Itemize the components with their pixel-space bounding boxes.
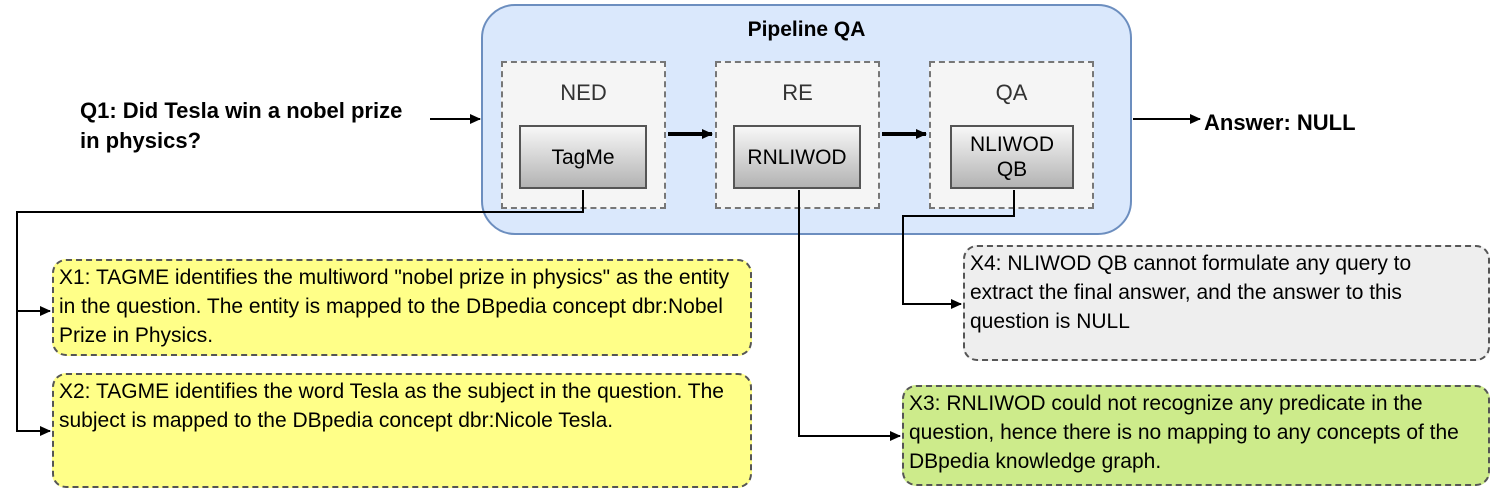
question-text: Q1: Did Tesla win a nobel prize in physi…	[80, 98, 403, 153]
connector-rnliwod-to-x3	[798, 190, 901, 441]
explanation-x1: X1: TAGME identifies the multiword "nobe…	[52, 259, 752, 356]
connector-tagme-to-x2	[16, 311, 51, 436]
stage-qa-label: QA	[995, 80, 1028, 105]
answer-text: Answer: NULL	[1204, 110, 1356, 135]
tool-nliwod-qb: NLIWOD QB	[950, 125, 1074, 189]
explanation-x2: X2: TAGME identifies the word Tesla as t…	[52, 373, 752, 488]
explanation-x4: X4: NLIWOD QB cannot formulate any query…	[963, 245, 1490, 361]
connector-nliwodqb-to-x4	[902, 190, 1015, 309]
pipeline-title: Pipeline QA	[747, 18, 866, 41]
stage-ned-label: NED	[560, 80, 607, 105]
explanation-x3: X3: RNLIWOD could not recognize any pred…	[902, 385, 1490, 486]
tool-rnliwod: RNLIWOD	[733, 125, 861, 189]
connector-tagme-to-x1	[16, 190, 584, 316]
tool-tagme: TagMe	[519, 125, 647, 189]
stage-re-label: RE	[782, 80, 813, 105]
